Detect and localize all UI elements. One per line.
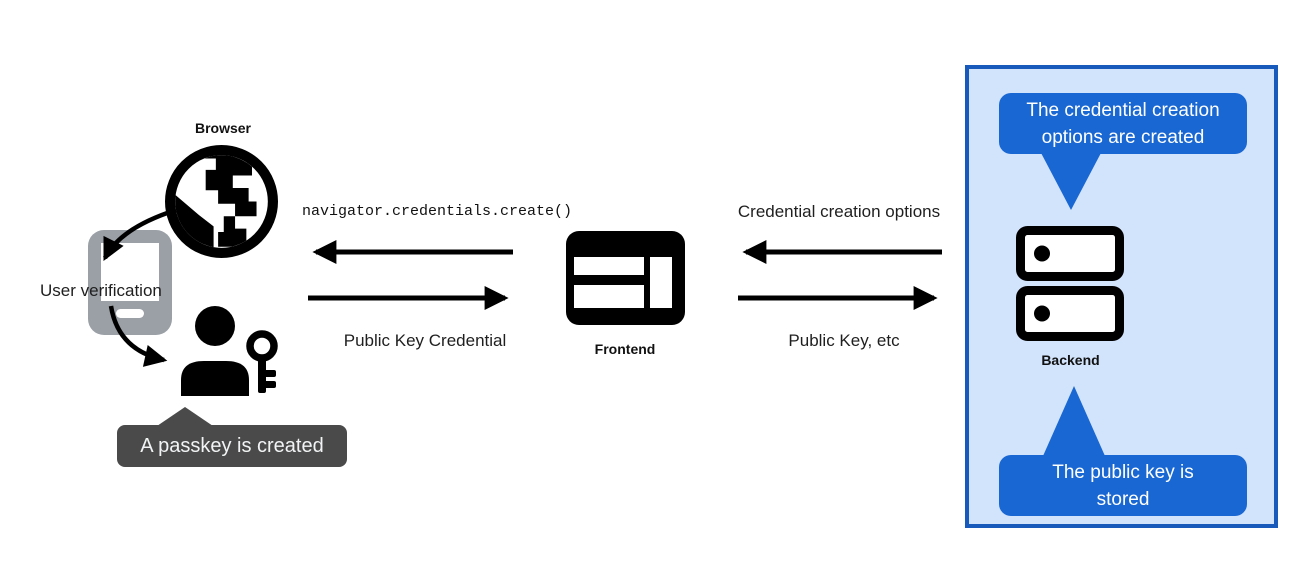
arrow-backend-to-frontend [742, 239, 942, 265]
arrow-frontend-to-browser [312, 239, 513, 265]
passkey-tooltip: A passkey is created [117, 425, 347, 467]
server-rack-icon [1016, 226, 1124, 341]
public-key-stored-tooltip-pointer [1043, 386, 1105, 456]
globe-icon [165, 145, 278, 258]
credential-creation-options-label: Credential creation options [737, 202, 941, 221]
frontend-label: Frontend [594, 341, 656, 357]
browser-window-icon [566, 231, 685, 325]
options-created-tooltip-pointer [1040, 151, 1102, 210]
public-key-etc-label: Public Key, etc [788, 331, 900, 350]
passkey-tooltip-text: A passkey is created [140, 434, 324, 457]
public-key-credential-label: Public Key Credential [343, 331, 507, 350]
navigator-create-code: navigator.credentials.create() [301, 203, 573, 220]
passkey-tooltip-pointer [157, 407, 213, 426]
public-key-stored-tooltip: The public key is stored [999, 455, 1247, 516]
arrow-phone-to-user [108, 305, 168, 367]
public-key-stored-tooltip-text: The public key is stored [1052, 461, 1194, 510]
arrow-frontend-to-backend [738, 285, 938, 311]
backend-panel: The credential creation options are crea… [965, 65, 1278, 528]
backend-label: Backend [1041, 352, 1100, 368]
curved-arrows [102, 207, 177, 367]
options-created-tooltip: The credential creation options are crea… [999, 93, 1247, 154]
arrow-browser-to-frontend [308, 285, 509, 311]
options-created-tooltip-text: The credential creation options are crea… [1026, 99, 1220, 148]
user-verification-label: User verification [40, 281, 162, 300]
browser-label: Browser [194, 120, 252, 136]
person-key-icon [181, 306, 278, 396]
arrow-browser-to-phone [102, 207, 177, 262]
